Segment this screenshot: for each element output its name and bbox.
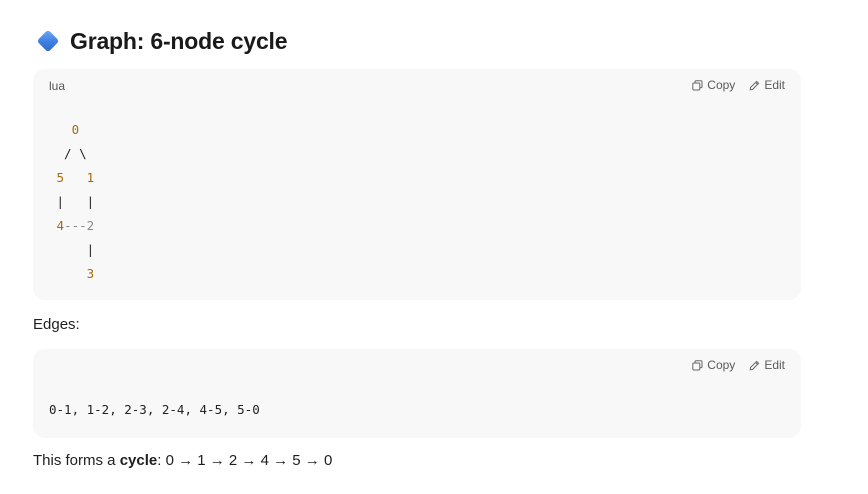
copy-button[interactable]: Copy [692, 78, 735, 92]
code-text [49, 170, 57, 185]
code-language-label: lua [49, 79, 66, 93]
blue-diamond-icon [36, 29, 60, 53]
summary-suffix: : 0 → 1 → 2 → 4 → 5 → 0 [157, 452, 333, 469]
heading-title: Graph: 6-node cycle [70, 27, 288, 54]
summary-prefix: This forms a [33, 452, 120, 469]
code-block-graph: lua Copy Edit 0 / \ 5 1 | | 4---2 | 3 [33, 69, 801, 300]
code-text [49, 122, 72, 137]
graph-node-label: 0 [71, 122, 80, 137]
code-text [49, 266, 87, 281]
pencil-icon [749, 80, 760, 90]
code-text: | | [49, 194, 95, 209]
graph-edge-text [64, 170, 87, 185]
summary-bold: cycle [119, 452, 158, 469]
section-heading: Graph: 6-node cycle [36, 26, 288, 56]
graph-ascii-code: 0 / \ 5 1 | | 4---2 | 3 [49, 118, 95, 286]
summary-text: This forms a cycle: 0 → 1 → 2 → 4 → 5 → … [33, 452, 332, 469]
code-line: 0 [49, 122, 80, 137]
edit-button[interactable]: Edit [749, 358, 785, 372]
graph-node-label: 2 [86, 218, 95, 233]
code-line: | [49, 242, 95, 257]
graph-node-label: 3 [86, 266, 95, 281]
code-line: | | [49, 194, 95, 209]
code-text: | [49, 242, 95, 257]
graph-node-label: 1 [86, 170, 95, 185]
edit-label: Edit [764, 358, 785, 372]
code-line: 3 [49, 266, 95, 281]
copy-label: Copy [707, 78, 736, 92]
edges-label: Edges: [33, 316, 80, 333]
code-text [49, 218, 57, 233]
copy-button[interactable]: Copy [692, 358, 735, 372]
code-actions: Copy Edit [692, 358, 785, 372]
code-actions: Copy Edit [692, 78, 785, 92]
graph-edge-text: --- [64, 218, 87, 233]
code-line: 4---2 [49, 218, 95, 233]
code-text: / \ [49, 146, 87, 161]
copy-icon [692, 359, 703, 370]
graph-node-label: 4 [56, 218, 65, 233]
graph-node-label: 5 [56, 170, 65, 185]
copy-label: Copy [707, 358, 736, 372]
copy-icon [692, 79, 703, 90]
code-line: 5 1 [49, 170, 95, 185]
edges-code: 0-1, 1-2, 2-3, 2-4, 4-5, 5-0 [49, 402, 260, 417]
edit-button[interactable]: Edit [749, 78, 785, 92]
code-line: / \ [49, 146, 87, 161]
edit-label: Edit [764, 78, 785, 92]
code-block-edges: Copy Edit 0-1, 1-2, 2-3, 2-4, 4-5, 5-0 [33, 349, 801, 438]
pencil-icon [749, 360, 760, 370]
